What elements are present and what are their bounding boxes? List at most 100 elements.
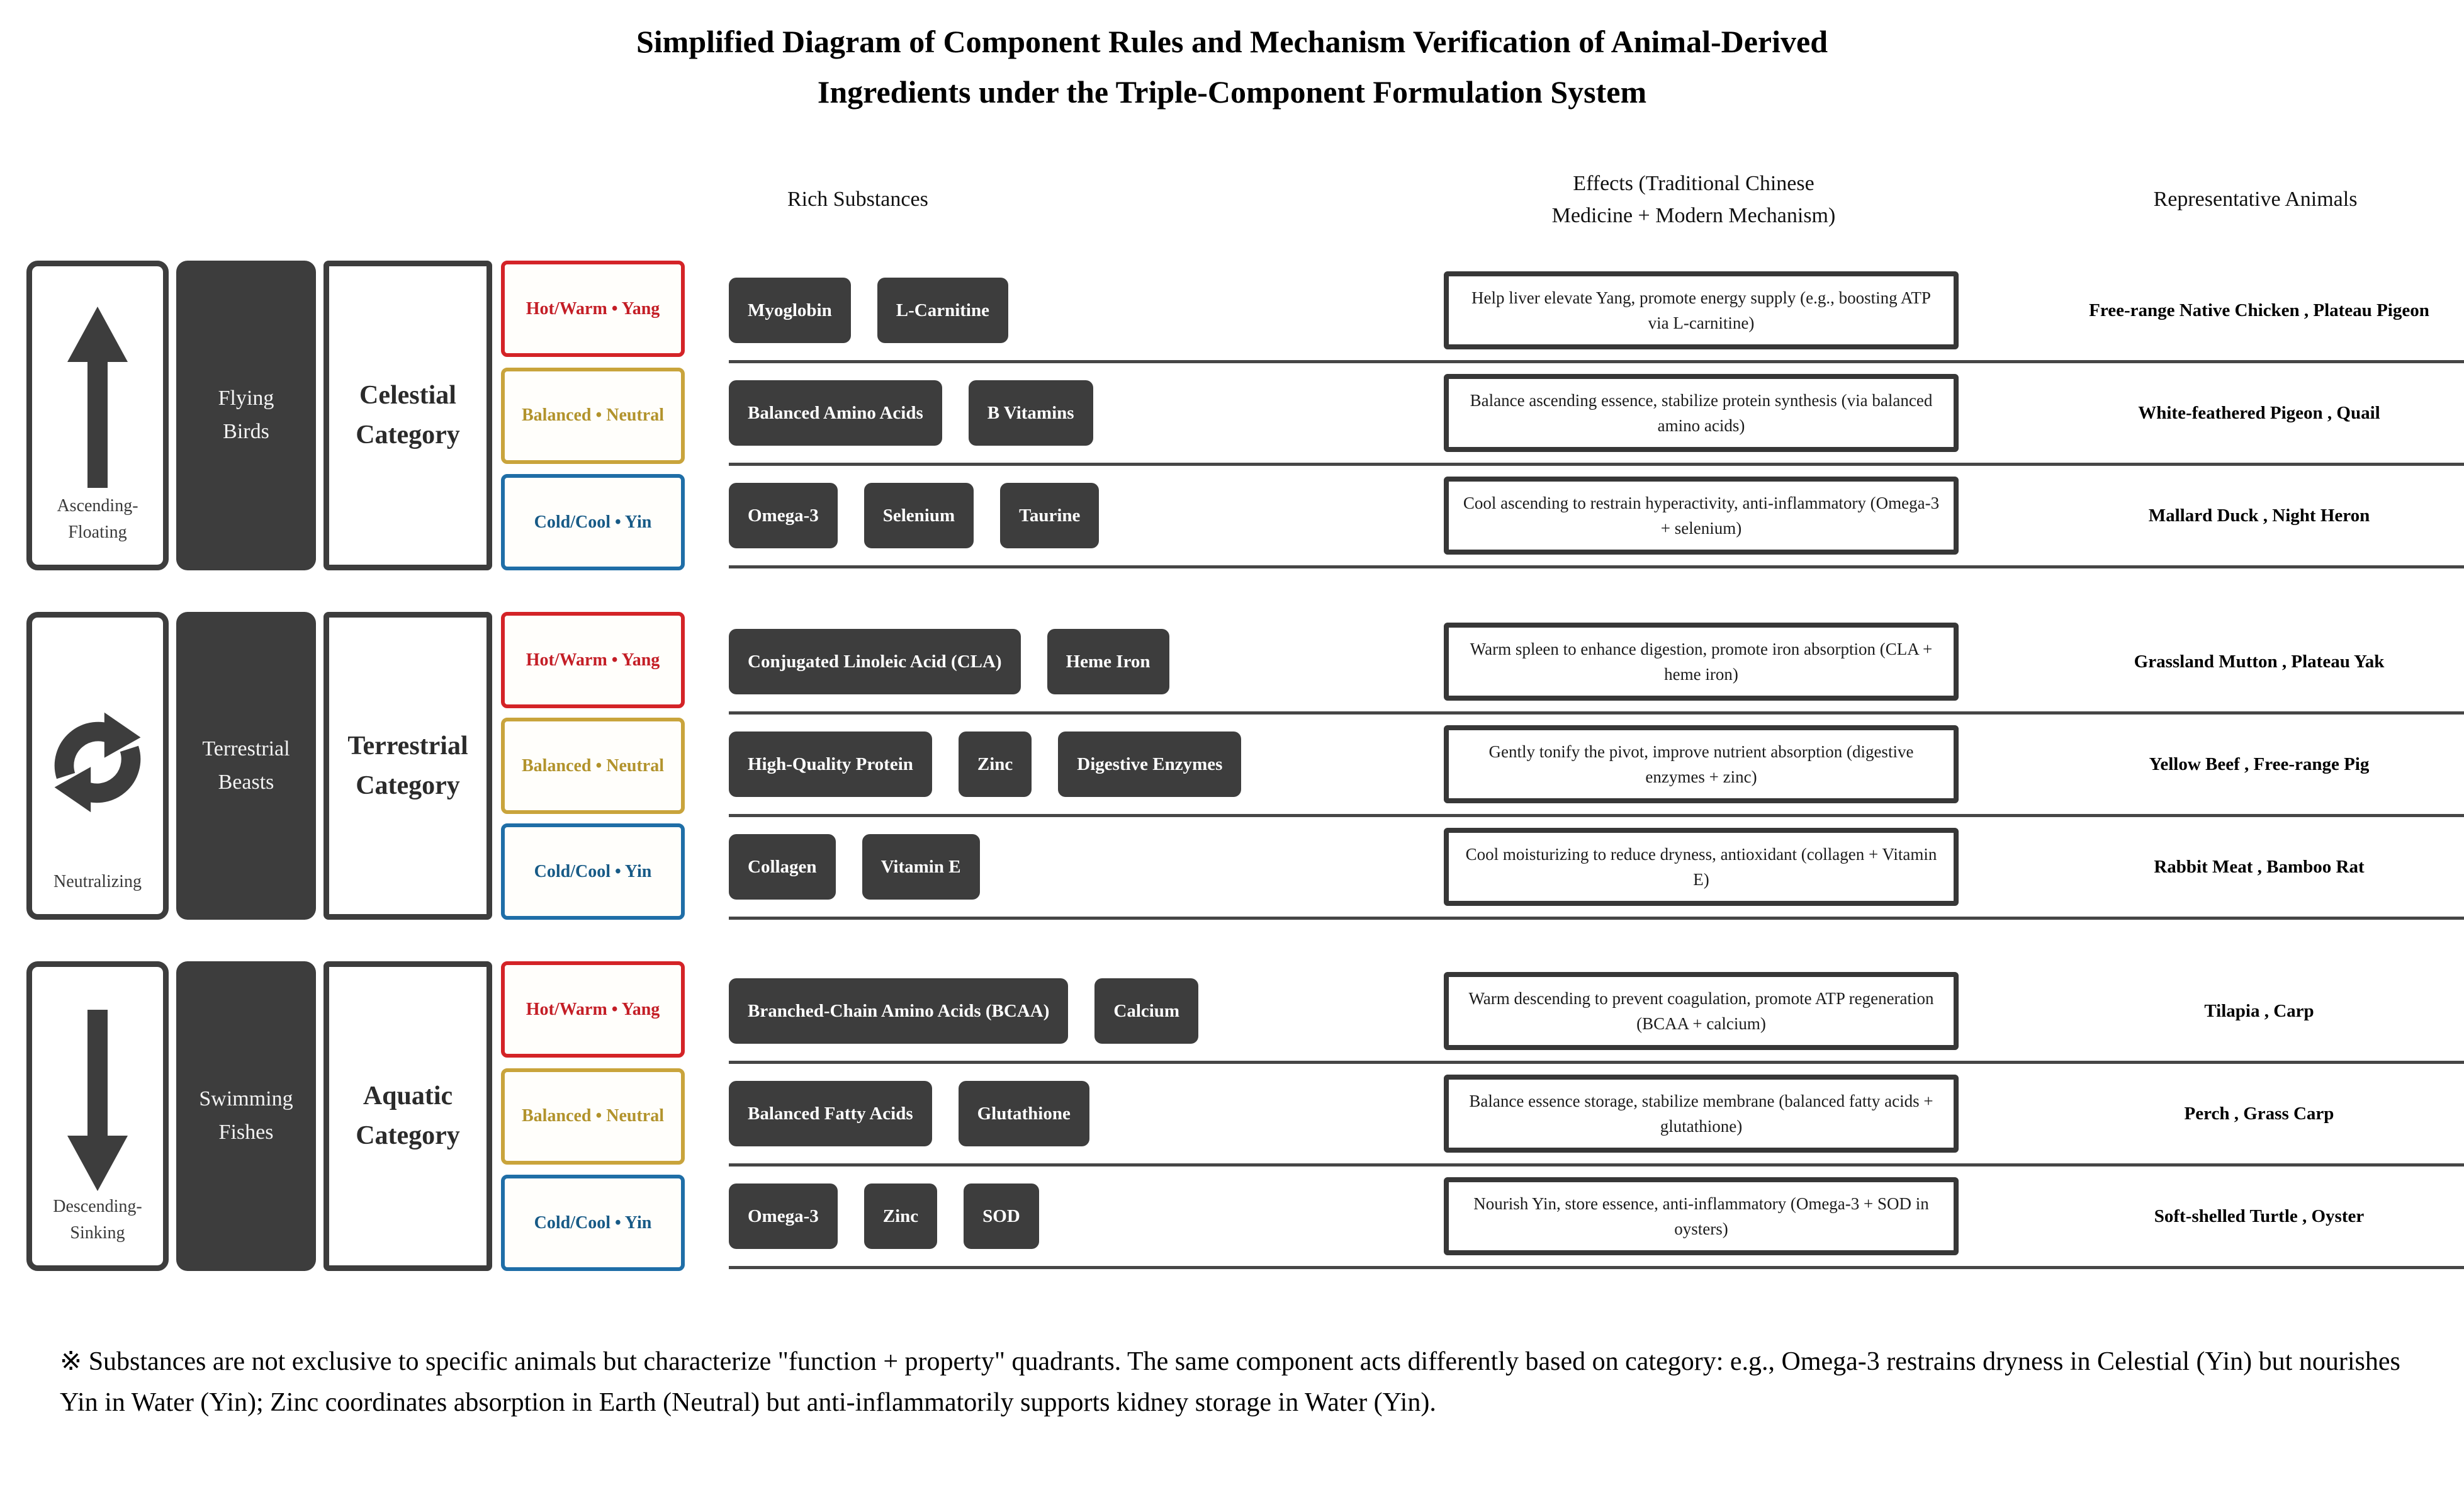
effect-box: Warm spleen to enhance digestion, promot…: [1444, 623, 1959, 701]
motion-label: Descending- Sinking: [53, 1197, 142, 1243]
category-box-celestial: Celestial Category: [323, 261, 492, 570]
table-row: Conjugated Linoleic Acid (CLA)Heme Iron …: [729, 612, 2464, 715]
substance-pill: SOD: [964, 1183, 1039, 1249]
animals-cell: Free-range Native Chicken , Plateau Pige…: [2089, 300, 2429, 320]
animals-cell: Perch , Grass Carp: [2184, 1103, 2334, 1124]
table-row: Balanced Fatty Acids Glutathione Balance …: [729, 1064, 2464, 1167]
table-row: Balanced Amino Acids B Vitamins Balance a…: [729, 363, 2464, 466]
motion-label: Ascending- Floating: [57, 496, 138, 542]
effect-box: Cool moisturizing to reduce dryness, ant…: [1444, 828, 1959, 906]
property-stack: Hot/Warm • Yang Balanced • Neutral Cold/…: [501, 612, 685, 920]
table-row: Collagen Vitamin E Cool moisturizing to r…: [729, 817, 2464, 920]
substance-pills: High-Quality Protein Zinc Digestive Enzyme…: [729, 732, 1443, 797]
effect-cell: Balance ascending essence, stabilize pro…: [1443, 374, 1960, 452]
substance-pill: L-Carnitine: [877, 278, 1008, 343]
animals-cell: Grassland Mutton , Plateau Yak: [2134, 651, 2385, 672]
header-rich-substances: Rich Substances: [787, 188, 928, 211]
substance-pill: Heme Iron: [1047, 629, 1169, 694]
substance-pill: Omega-3: [729, 483, 838, 548]
substance-pill: Taurine: [1000, 483, 1100, 548]
arrow-up-icon: [67, 307, 128, 488]
section-terrestrial: Neutralizing Terrestrial Beasts Terrestr…: [0, 612, 2464, 920]
category-box-aquatic: Aquatic Category: [323, 961, 492, 1271]
motion-box-descending: Descending- Sinking: [26, 961, 169, 1271]
section-aquatic: Descending- Sinking Swimming Fishes Aqua…: [0, 961, 2464, 1271]
substance-pill: High-Quality Protein: [729, 732, 932, 797]
section-rows: Branched-Chain Amino Acids (BCAA) Calcium…: [729, 961, 2464, 1271]
substance-pills: Conjugated Linoleic Acid (CLA) Heme Iron: [729, 629, 1443, 694]
header-representative-animals: Representative Animals: [2153, 188, 2358, 211]
substance-pills: Omega-3 Zinc SOD: [729, 1183, 1443, 1249]
property-balanced-neutral: Balanced • Neutral: [501, 1068, 685, 1165]
substance-pills: Myoglobin L-Carnitine: [729, 278, 1443, 343]
effect-box: Balance essence storage, stabilize membr…: [1444, 1075, 1959, 1153]
substance-pill: Myoglobin: [729, 278, 851, 343]
property-hot-warm-yang: Hot/Warm • Yang: [501, 261, 685, 357]
footnote: ※ Substances are not exclusive to specif…: [60, 1347, 2400, 1418]
header-effects: Effects (Traditional Chinese Medicine + …: [1551, 172, 1836, 227]
property-balanced-neutral: Balanced • Neutral: [501, 718, 685, 814]
effect-cell: Nourish Yin, store essence, anti-inflamm…: [1443, 1177, 1960, 1255]
table-row: Branched-Chain Amino Acids (BCAA) Calcium…: [729, 961, 2464, 1064]
property-stack: Hot/Warm • Yang Balanced • Neutral Cold/…: [501, 261, 685, 570]
table-row: Myoglobin L-Carnitine Help liver elevate …: [729, 261, 2464, 363]
group-box-flying-birds: Flying Birds: [176, 261, 316, 570]
animals-cell: Tilapia , Carp: [2204, 1000, 2314, 1021]
substance-pill: Vitamin E: [862, 834, 980, 900]
substance-pill: Glutathione: [958, 1081, 1089, 1146]
substance-pill: Omega-3: [729, 1183, 838, 1249]
substance-pill: Conjugated Linoleic Acid (CLA): [729, 629, 1021, 694]
property-balanced-neutral: Balanced • Neutral: [501, 367, 685, 464]
effect-cell: Help liver elevate Yang, promote energy …: [1443, 271, 1960, 349]
substance-pill: Collagen: [729, 834, 836, 900]
section-rows: Conjugated Linoleic Acid (CLA)Heme Iron …: [729, 612, 2464, 920]
effect-cell: Warm descending to prevent coagulation, …: [1443, 972, 1960, 1050]
substance-pill: Branched-Chain Amino Acids (BCAA): [729, 978, 1069, 1044]
substance-pill: Zinc: [864, 1183, 938, 1249]
table-row: High-Quality Protein Zinc Digestive Enzyme…: [729, 715, 2464, 817]
substance-pill: Digestive Enzymes: [1058, 732, 1242, 797]
effect-box: Help liver elevate Yang, promote energy …: [1444, 271, 1959, 349]
effect-cell: Cool moisturizing to reduce dryness, ant…: [1443, 828, 1960, 906]
category-box-terrestrial: Terrestrial Category: [323, 612, 492, 920]
substance-pill: B Vitamins: [968, 380, 1093, 446]
substance-pills: Balanced Amino Acids B Vitamins: [729, 380, 1443, 446]
arrow-down-icon: [67, 1010, 128, 1191]
cycle-icon: [54, 712, 141, 813]
property-cold-cool-yin: Cold/Cool • Yin: [501, 1175, 685, 1271]
animals-cell: Rabbit Meat , Bamboo Rat: [2154, 856, 2365, 877]
substance-pill: Selenium: [864, 483, 974, 548]
effect-box: Balance ascending essence, stabilize pro…: [1444, 374, 1959, 452]
motion-label: Neutralizing: [53, 872, 142, 891]
substance-pill: Zinc: [958, 732, 1032, 797]
substance-pill: Balanced Amino Acids: [729, 380, 942, 446]
section-celestial: Ascending- Floating Flying Birds Celesti…: [0, 261, 2464, 570]
group-box-terrestrial-beasts: Terrestrial Beasts: [176, 612, 316, 920]
substance-pills: Omega-3 Selenium Taurine: [729, 483, 1443, 548]
effect-box: Warm descending to prevent coagulation, …: [1444, 972, 1959, 1050]
effect-box: Nourish Yin, store essence, anti-inflamm…: [1444, 1177, 1959, 1255]
effect-box: Gently tonify the pivot, improve nutrien…: [1444, 725, 1959, 803]
animals-cell: Mallard Duck , Night Heron: [2148, 505, 2370, 526]
table-row: Omega-3 Selenium Taurine Cool ascending to…: [729, 466, 2464, 568]
title-line1: Simplified Diagram of Component Rules an…: [636, 24, 1828, 59]
substance-pill: Calcium: [1094, 978, 1199, 1044]
effect-cell: Gently tonify the pivot, improve nutrien…: [1443, 725, 1960, 803]
substance-pill: Balanced Fatty Acids: [729, 1081, 932, 1146]
animals-cell: White-feathered Pigeon , Quail: [2138, 402, 2380, 423]
column-headers: Rich Substances Effects (Traditional Chi…: [721, 167, 2464, 232]
table-row: Omega-3 Zinc SOD Nourish Yin, store essenc…: [729, 1167, 2464, 1269]
effect-box: Cool ascending to restrain hyperactivity…: [1444, 477, 1959, 555]
effect-cell: Balance essence storage, stabilize membr…: [1443, 1075, 1960, 1153]
effect-cell: Warm spleen to enhance digestion, promot…: [1443, 623, 1960, 701]
animals-cell: Yellow Beef , Free-range Pig: [2149, 754, 2370, 774]
group-box-swimming-fishes: Swimming Fishes: [176, 961, 316, 1271]
motion-box-ascending: Ascending- Floating: [26, 261, 169, 570]
substance-pills: Collagen Vitamin E: [729, 834, 1443, 900]
property-cold-cool-yin: Cold/Cool • Yin: [501, 474, 685, 570]
motion-box-neutralizing: Neutralizing: [26, 612, 169, 920]
property-hot-warm-yang: Hot/Warm • Yang: [501, 612, 685, 708]
effect-cell: Cool ascending to restrain hyperactivity…: [1443, 477, 1960, 555]
animals-cell: Soft-shelled Turtle , Oyster: [2154, 1206, 2365, 1226]
section-rows: Myoglobin L-Carnitine Help liver elevate …: [729, 261, 2464, 570]
